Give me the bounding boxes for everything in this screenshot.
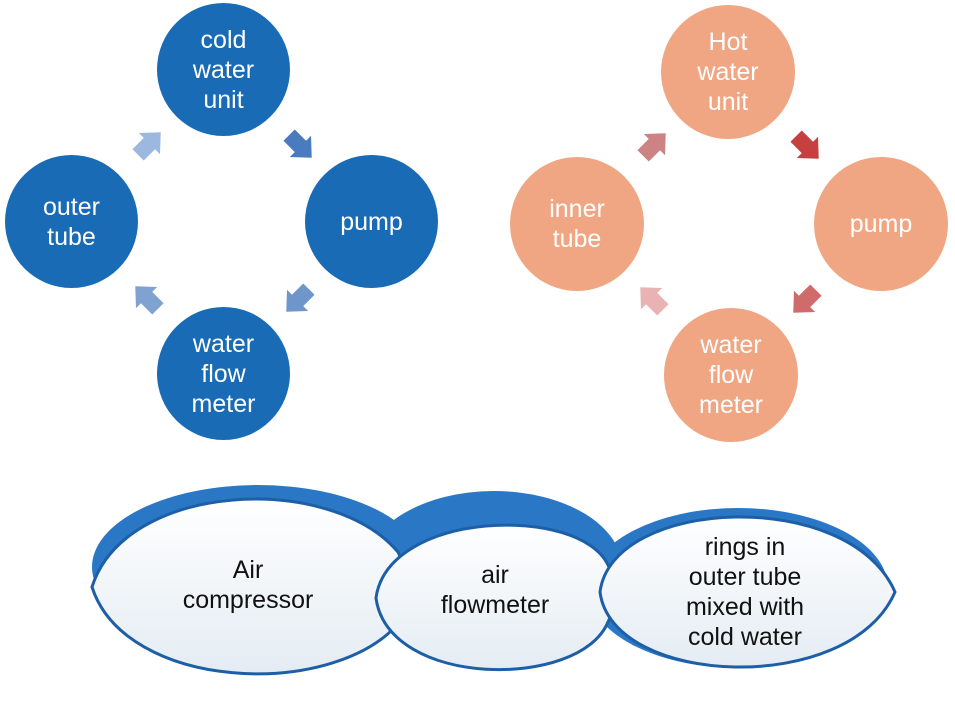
cold-water-flow-meter-node: water flow meter [157,307,290,440]
hot-pump-node: pump [814,157,948,291]
cold-pump-label: pump [340,207,403,236]
hot-arrow-unit-to-pump [790,130,819,159]
cold-pump-node: pump [305,155,438,288]
outer-tube-label: outer tube [43,192,100,251]
rings-shape [598,515,897,669]
cold-arrow-unit-to-pump [283,129,312,158]
air-flowmeter-label: air flowmeter [440,561,550,619]
air-compressor-label: Air compressor [182,556,314,614]
cold-arrow-tube-to-unit [132,132,161,161]
inner-tube-label: inner tube [549,195,605,253]
hot-pump-label: pump [849,210,913,238]
hot-arrow-pump-to-meter [793,284,822,313]
hot-water-flow-meter-label: water flow meter [699,331,763,419]
cold-water-flow-meter-label: water flow meter [191,329,256,418]
cold-water-unit-label: cold water unit [192,25,255,114]
hot-water-flow-meter-node: water flow meter [664,308,798,442]
cold-water-unit-node: cold water unit [157,3,290,136]
hot-water-unit-label: Hot water unit [697,28,759,116]
hot-arrow-meter-to-tube [640,287,669,316]
inner-tube-node: inner tube [510,157,644,291]
hot-arrow-tube-to-unit [637,133,666,162]
rings-label: rings in outer tube mixed with cold wate… [685,533,805,651]
outer-tube-node: outer tube [5,155,138,288]
cold-arrow-pump-to-meter [286,283,315,312]
hot-water-unit-node: Hot water unit [661,5,795,139]
cold-arrow-meter-to-tube [135,286,164,315]
